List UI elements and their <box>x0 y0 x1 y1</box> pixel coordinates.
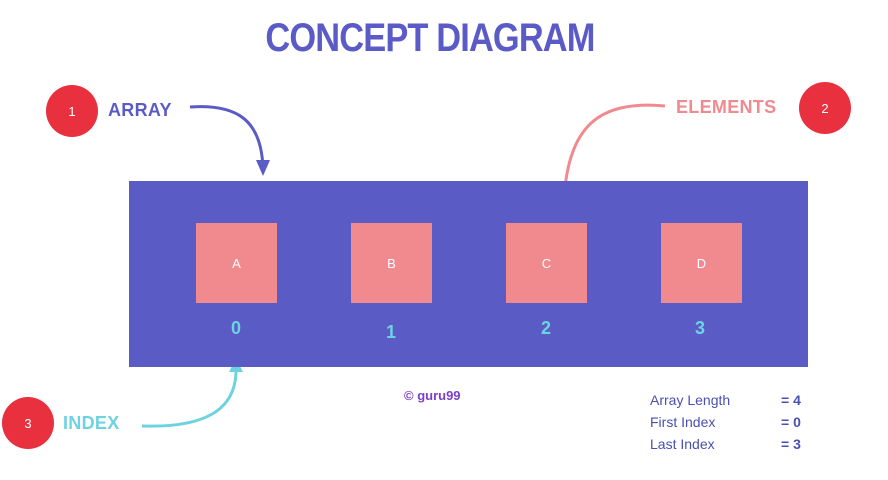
elements-arrow <box>562 103 666 201</box>
index-arrow <box>141 371 238 428</box>
callout-1-badge: 1 <box>46 85 98 137</box>
info-value-last-index: = 3 <box>781 436 801 452</box>
array-index-3: 3 <box>694 318 705 338</box>
index-label: INDEX <box>63 413 120 433</box>
info-label-first-index: First Index <box>650 414 716 430</box>
diagram-title: CONCEPT DIAGRAM <box>265 16 595 60</box>
info-label-last-index: Last Index <box>650 436 715 452</box>
copyright-text: © guru99 <box>404 388 461 403</box>
array-index-1: 1 <box>385 322 396 342</box>
callout-2-badge: 2 <box>799 82 851 134</box>
array-index-0: 0 <box>230 318 241 338</box>
array-element-b: B <box>351 223 432 303</box>
info-value-array-length: = 4 <box>781 392 801 408</box>
info-value-first-index: = 0 <box>781 414 801 430</box>
array-element-d: D <box>661 223 742 303</box>
array-index-2: 2 <box>540 318 551 338</box>
array-arrowhead <box>256 160 270 176</box>
array-arrow <box>189 105 265 171</box>
elements-label: ELEMENTS <box>676 97 777 117</box>
array-label: ARRAY <box>108 100 172 120</box>
info-label-array-length: Array Length <box>650 392 731 408</box>
callout-3-badge: 3 <box>2 397 54 449</box>
array-element-c: C <box>506 223 587 303</box>
array-element-a: A <box>196 223 277 303</box>
